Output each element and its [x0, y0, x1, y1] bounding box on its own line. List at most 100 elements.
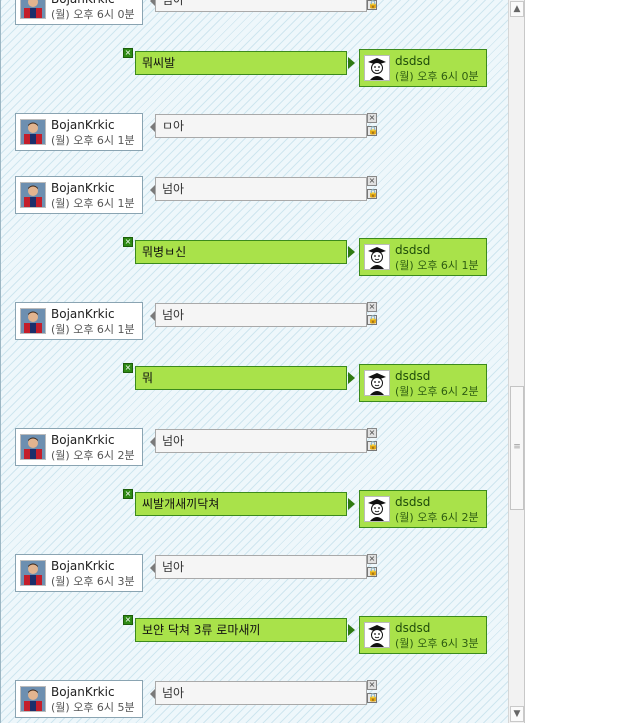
user-avatar[interactable]	[20, 0, 46, 19]
lock-icon[interactable]: 🔒	[367, 567, 378, 577]
message-bubble: 넘아	[155, 555, 367, 579]
lock-icon[interactable]: 🔒	[367, 126, 378, 136]
sender-card[interactable]: BojanKrkic (월) 오후 6시 5분	[15, 680, 143, 718]
delete-icon[interactable]: ×	[123, 489, 133, 499]
sender-name[interactable]: BojanKrkic	[51, 433, 115, 447]
user-avatar[interactable]	[364, 370, 390, 396]
vertical-scrollbar[interactable]: ▲ ≡ ▼	[508, 0, 525, 723]
delete-icon[interactable]: ×	[367, 302, 377, 312]
scroll-thumb[interactable]: ≡	[510, 386, 524, 510]
scroll-up-arrow-icon[interactable]: ▲	[510, 1, 524, 17]
delete-icon[interactable]: ×	[123, 48, 133, 58]
sender-name[interactable]: BojanKrkic	[51, 559, 115, 573]
user-avatar[interactable]	[20, 434, 46, 460]
lock-icon[interactable]: 🔒	[367, 189, 378, 199]
message-time: (월) 오후 6시 2분	[51, 449, 135, 462]
sender-card[interactable]: BojanKrkic(월) 오후 6시 3분	[15, 554, 143, 592]
bubble-tail	[348, 624, 355, 636]
delete-icon[interactable]: ×	[367, 113, 377, 123]
message-bubble: 넘아	[155, 0, 367, 12]
message-row: ×뭐병ㅂ신 dsdsd (월) 오후 6시 1분	[1, 237, 508, 299]
delete-icon[interactable]: ×	[367, 554, 377, 564]
message-time: (월) 오후 6시 3분	[395, 637, 479, 650]
message-row: BojanKrkic (월) 오후 6시 5분 넘아× 🔒	[1, 680, 508, 723]
bubble-tail	[150, 689, 155, 699]
sender-card[interactable]: BojanKrkic (월) 오후 6시 1분	[15, 176, 143, 214]
message-bubble: 뭐	[135, 366, 347, 390]
sender-card[interactable]: BojanKrkic (월) 오후 6시 0분	[15, 0, 143, 25]
message-time: (월) 오후 6시 1분	[395, 259, 479, 272]
sender-name[interactable]: BojanKrkic	[51, 0, 115, 6]
message-bubble: 넘아	[155, 177, 367, 201]
sender-card[interactable]: dsdsd (월) 오후 6시 3분	[359, 616, 487, 654]
sender-card[interactable]: dsdsd (월) 오후 6시 1분	[359, 238, 487, 276]
delete-icon[interactable]: ×	[367, 176, 377, 186]
user-avatar[interactable]	[364, 622, 390, 648]
bubble-tail	[348, 498, 355, 510]
bubble-tail	[150, 563, 155, 573]
bubble-tail	[348, 246, 355, 258]
message-row: ×뭐씨발 dsdsd(월) 오후 6시 0분	[1, 48, 508, 110]
sender-name[interactable]: dsdsd	[395, 369, 431, 383]
sender-name[interactable]: dsdsd	[395, 54, 431, 68]
delete-icon[interactable]: ×	[367, 680, 377, 690]
message-row: ×뭐 dsdsd (월) 오후 6시 2분	[1, 363, 508, 425]
lock-icon[interactable]: 🔒	[367, 693, 378, 703]
message-time: (월) 오후 6시 1분	[51, 197, 135, 210]
user-avatar[interactable]	[364, 496, 390, 522]
bubble-tail	[150, 185, 155, 195]
user-avatar[interactable]	[20, 182, 46, 208]
user-avatar[interactable]	[20, 686, 46, 712]
sender-card[interactable]: BojanKrkic (월) 오후 6시 1분	[15, 302, 143, 340]
sender-card[interactable]: dsdsd(월) 오후 6시 0분	[359, 49, 487, 87]
lock-icon[interactable]: 🔒	[367, 315, 378, 325]
message-bubble: ㅁ아	[155, 114, 367, 138]
sender-name[interactable]: dsdsd	[395, 495, 431, 509]
delete-icon[interactable]: ×	[367, 428, 377, 438]
sender-card[interactable]: dsdsd (월) 오후 6시 2분	[359, 490, 487, 528]
message-row: BojanKrkic (월) 오후 6시 1분 ㅁ아× 🔒	[1, 113, 508, 173]
message-time: (월) 오후 6시 2분	[395, 511, 479, 524]
message-bubble: 뭐병ㅂ신	[135, 240, 347, 264]
user-avatar[interactable]	[364, 244, 390, 270]
sender-name[interactable]: BojanKrkic	[51, 685, 115, 699]
message-time: (월) 오후 6시 1분	[51, 323, 135, 336]
sender-card[interactable]: dsdsd (월) 오후 6시 2분	[359, 364, 487, 402]
user-avatar[interactable]	[20, 119, 46, 145]
delete-icon[interactable]: ×	[123, 363, 133, 373]
bubble-tail	[348, 372, 355, 384]
delete-icon[interactable]: ×	[123, 615, 133, 625]
sender-name[interactable]: dsdsd	[395, 243, 431, 257]
bubble-tail	[348, 57, 355, 69]
message-time: (월) 오후 6시 0분	[51, 8, 135, 21]
sender-name[interactable]: BojanKrkic	[51, 307, 115, 321]
message-time: (월) 오후 6시 1분	[51, 134, 135, 147]
bubble-tail	[150, 122, 155, 132]
message-bubble: 넘아	[155, 681, 367, 705]
sender-name[interactable]: dsdsd	[395, 621, 431, 635]
lock-icon[interactable]: 🔒	[367, 0, 378, 10]
user-avatar[interactable]	[364, 55, 390, 81]
message-bubble: 뭐씨발	[135, 51, 347, 75]
bubble-tail	[150, 0, 155, 6]
sender-name[interactable]: BojanKrkic	[51, 181, 115, 195]
message-time: (월) 오후 6시 2분	[395, 385, 479, 398]
lock-icon[interactable]: 🔒	[367, 441, 378, 451]
message-row: ×씨발개새끼닥쳐 dsdsd (월) 오후 6시 2분	[1, 489, 508, 551]
bubble-tail	[150, 311, 155, 321]
delete-icon[interactable]: ×	[123, 237, 133, 247]
user-avatar[interactable]	[20, 308, 46, 334]
user-avatar[interactable]	[20, 560, 46, 586]
message-bubble: 씨발개새끼닥쳐	[135, 492, 347, 516]
scroll-down-arrow-icon[interactable]: ▼	[510, 706, 524, 722]
message-row: BojanKrkic (월) 오후 6시 1분 넘아× 🔒	[1, 176, 508, 236]
message-time: (월) 오후 6시 5분	[51, 701, 135, 714]
sender-card[interactable]: BojanKrkic (월) 오후 6시 2분	[15, 428, 143, 466]
sender-card[interactable]: BojanKrkic (월) 오후 6시 1분	[15, 113, 143, 151]
sender-name[interactable]: BojanKrkic	[51, 118, 115, 132]
